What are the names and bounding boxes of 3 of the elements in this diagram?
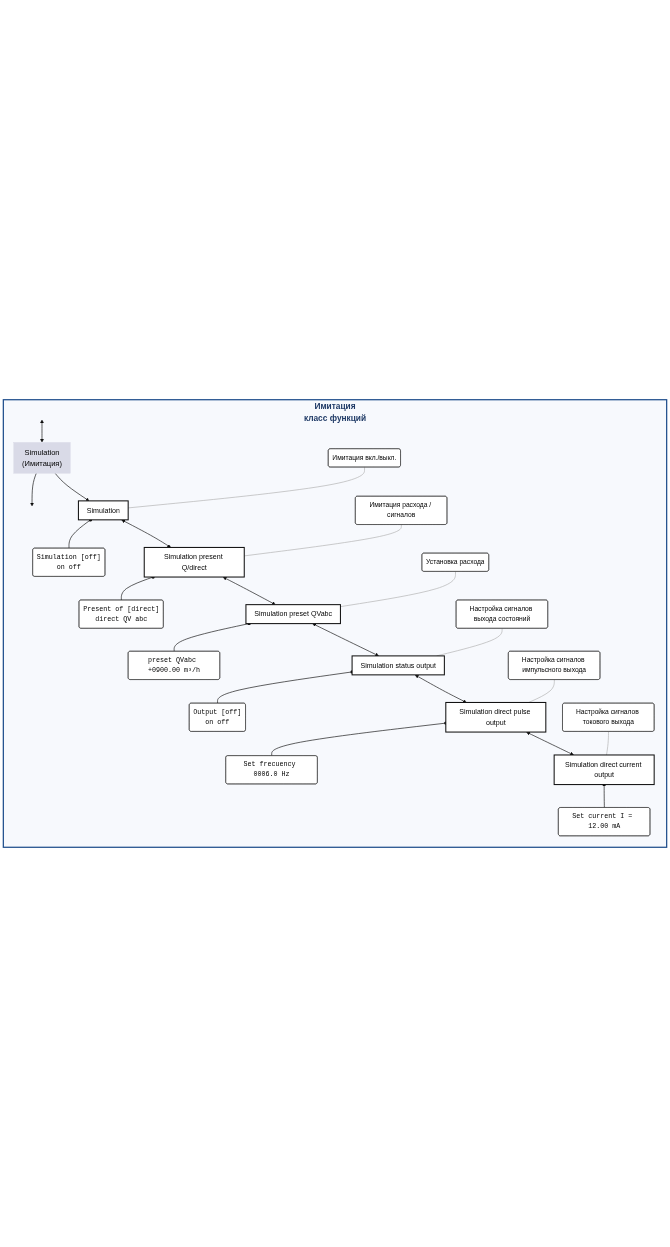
connector: [606, 731, 609, 756]
connector: [528, 679, 555, 703]
connector: [340, 571, 456, 607]
